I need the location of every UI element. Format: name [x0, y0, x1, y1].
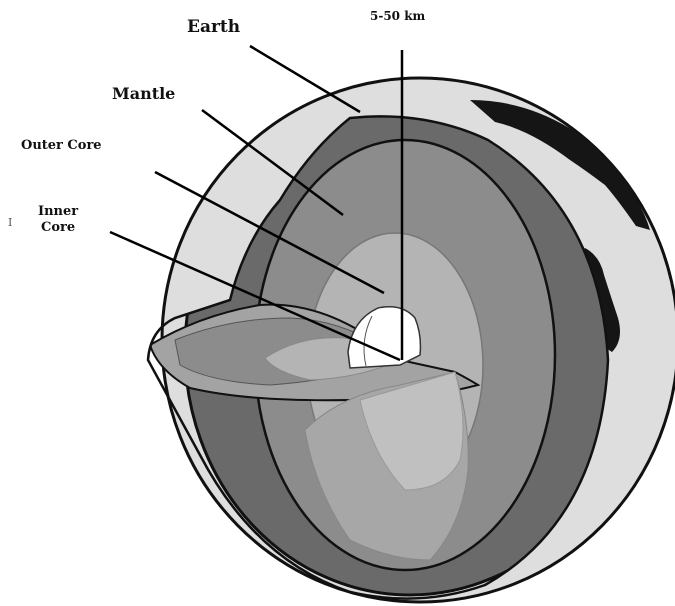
stray-mark: I [8, 216, 12, 229]
label-outer-core: Outer Core [21, 138, 102, 154]
earth-leader-line [250, 46, 360, 112]
label-inner-core: Inner Core [38, 204, 78, 237]
label-inner-core-line2: Core [38, 220, 78, 236]
label-inner-core-line1: Inner [38, 204, 78, 220]
label-mantle: Mantle [112, 84, 175, 104]
label-crust-thickness: 5-50 km [370, 9, 425, 24]
label-earth: Earth [187, 17, 240, 38]
